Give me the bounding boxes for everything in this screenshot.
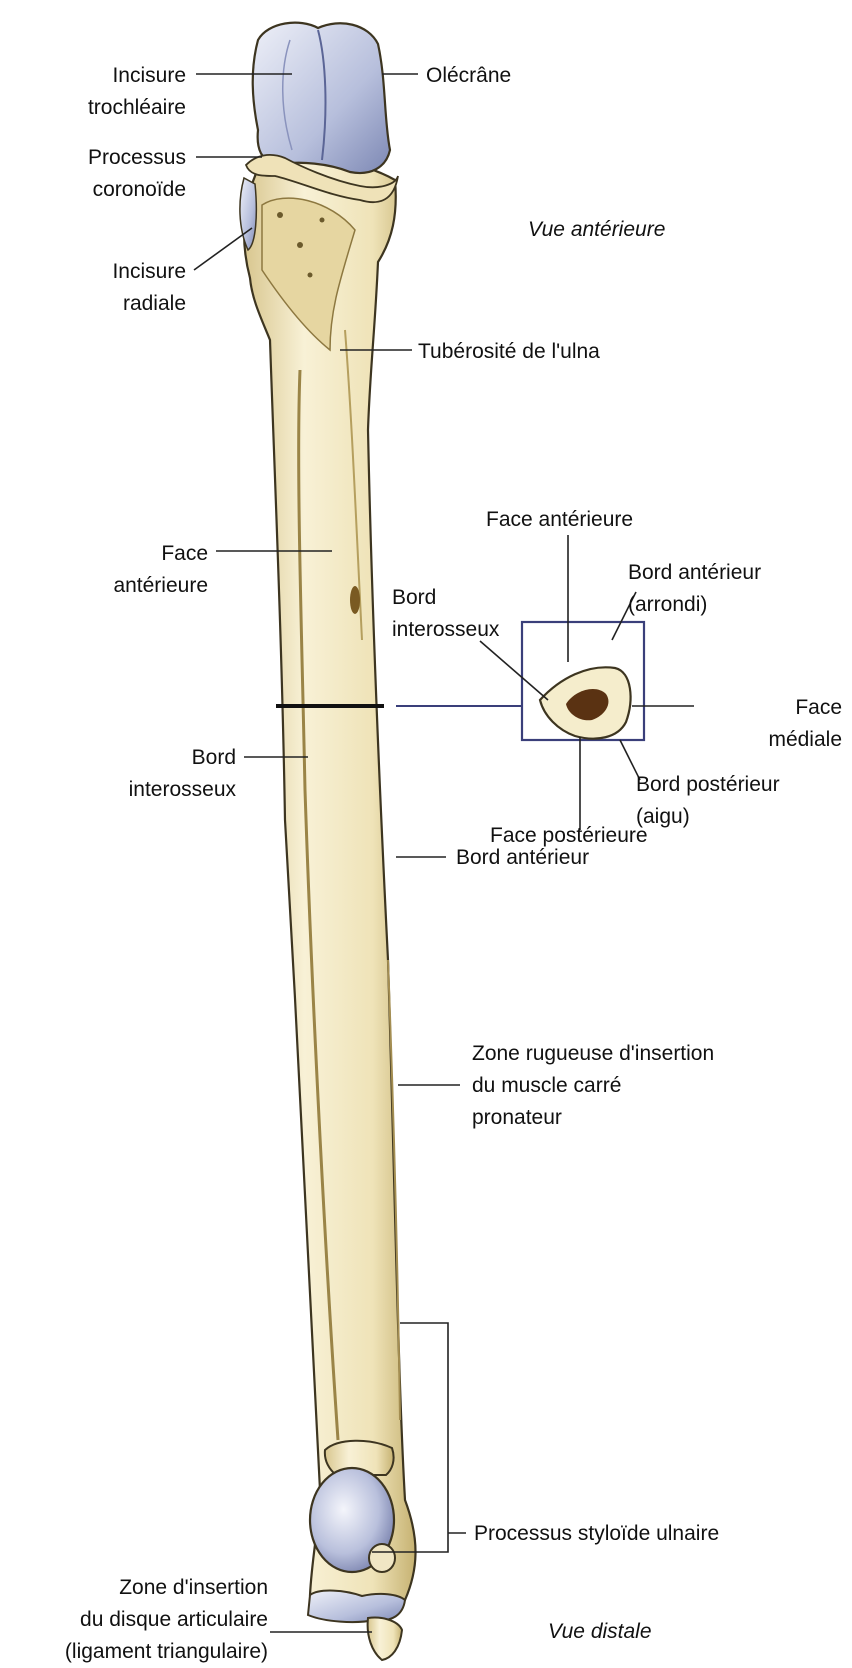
- label-bord-anterieur-arrondi: Bord antérieur (arrondi): [628, 557, 761, 621]
- label-tuberosite: Tubérosité de l'ulna: [418, 336, 600, 368]
- label-zone-rugueuse: Zone rugueuse d'insertion du muscle carr…: [472, 1038, 714, 1134]
- label-face-mediale: Face médiale: [690, 692, 842, 756]
- label-face-anterieure-section: Face antérieure: [486, 504, 633, 536]
- label-incisure-trochleaire: Incisure trochléaire: [40, 60, 186, 124]
- label-bord-interosseux-bone: Bord interosseux: [84, 742, 236, 806]
- label-bord-interosseux-section: Bord interosseux: [392, 582, 499, 646]
- label-olecrane: Olécrâne: [426, 60, 511, 92]
- label-vue-anterieure: Vue antérieure: [528, 214, 665, 246]
- label-bord-anterieur: Bord antérieur: [456, 842, 589, 874]
- label-bord-posterieur-aigu: Bord postérieur (aigu): [636, 769, 780, 833]
- olecranon: [253, 23, 390, 173]
- label-zone-insertion: Zone d'insertion du disque articulaire (…: [6, 1572, 268, 1668]
- radial-notch: [240, 178, 256, 250]
- label-incisure-radiale: Incisure radiale: [40, 256, 186, 320]
- label-processus-styloide: Processus styloïde ulnaire: [474, 1518, 719, 1550]
- label-processus-coronoide: Processus coronoïde: [40, 142, 186, 206]
- ulna-bone: [244, 156, 415, 1660]
- label-face-anterieure-bone: Face antérieure: [60, 538, 208, 602]
- label-vue-distale: Vue distale: [548, 1616, 652, 1648]
